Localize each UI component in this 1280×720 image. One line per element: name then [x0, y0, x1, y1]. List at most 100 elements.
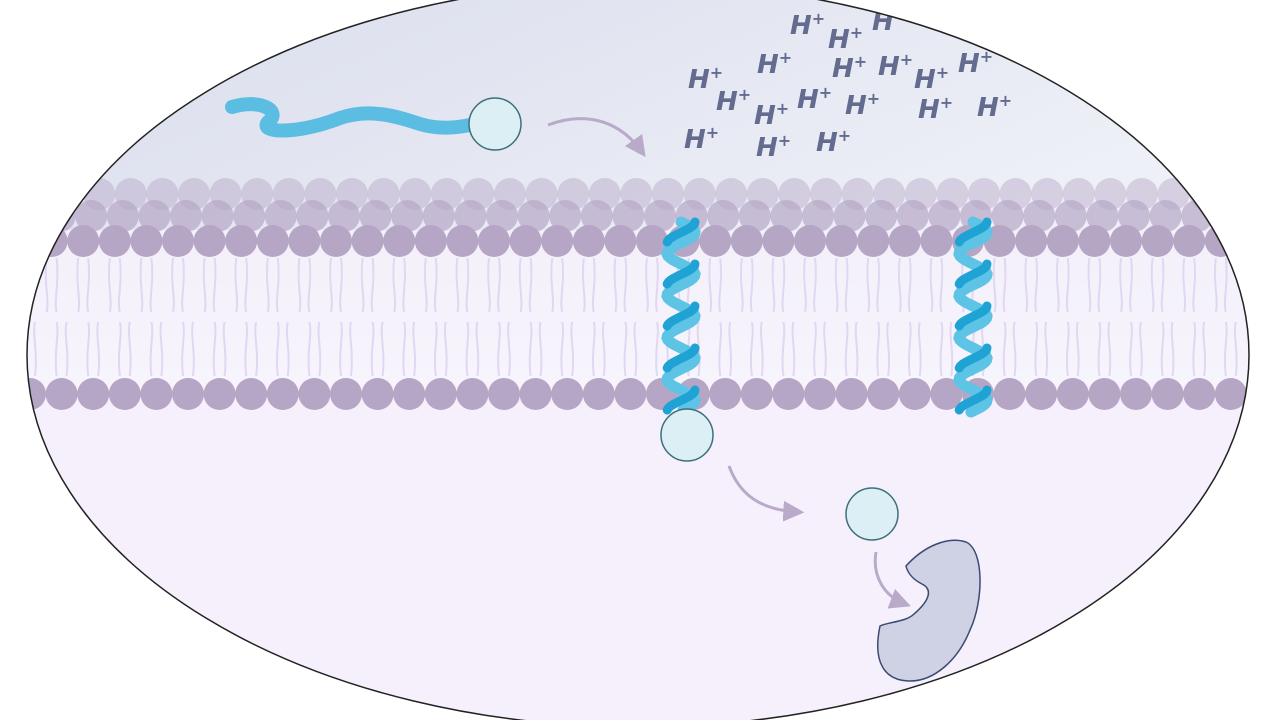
lipid-head [541, 225, 574, 257]
lipid-tail [897, 257, 902, 313]
lipid-head [604, 225, 637, 257]
lipid-tail [823, 321, 827, 377]
lipid-tail [423, 257, 428, 313]
lipid-head [549, 200, 582, 232]
lipid-head [235, 378, 268, 410]
lipid-tail [696, 321, 701, 377]
lipid-tail [813, 321, 817, 377]
lipid-tail [455, 257, 460, 313]
lipid-head [193, 225, 226, 257]
lipid-tail [54, 257, 59, 313]
proton-label: H+ [816, 126, 851, 158]
lipid-head [509, 225, 542, 257]
lipid-head [328, 200, 360, 232]
lipid-tail [54, 321, 59, 377]
lipid-head [1220, 178, 1249, 210]
lipid-tail [1034, 321, 1039, 377]
lipid-tail [297, 257, 302, 313]
lipid-tail [181, 257, 185, 313]
lipid-head [1236, 225, 1249, 257]
peptide-chain [225, 97, 481, 138]
proton-label: H+ [684, 123, 719, 155]
lipid-head [1204, 225, 1237, 257]
lipid-tail [392, 257, 397, 313]
helix-ribbon-front [662, 259, 700, 289]
lipid-tail [285, 321, 290, 377]
lipid-tail [834, 257, 839, 313]
lipid-head [27, 200, 44, 232]
lipid-head [865, 200, 898, 232]
lipid-head [644, 200, 676, 232]
lipid-tail [139, 257, 144, 313]
lipid-tail [949, 321, 954, 377]
lipid-tail [728, 321, 733, 377]
lipid-head [383, 225, 416, 257]
lipid-head [614, 378, 647, 410]
transmembrane-helix [953, 216, 993, 418]
lipid-head [1183, 378, 1216, 410]
lipid-head [1023, 200, 1056, 232]
lipid-tail [24, 258, 26, 312]
lipid-head [361, 378, 394, 410]
lipid-head [98, 225, 131, 257]
lipid-tail [465, 321, 470, 377]
lipid-tail [202, 257, 207, 313]
lipid-tail [749, 321, 754, 377]
lipid-head [393, 378, 426, 410]
ligand-extracellular [468, 97, 522, 151]
lipid-head [1054, 200, 1087, 232]
lipid-tail [86, 321, 91, 377]
lipid-heads-outer-mid [27, 200, 1249, 232]
lipid-tail [739, 257, 744, 313]
helix-ribbon-back [661, 216, 701, 416]
lipid-tail [1139, 321, 1143, 377]
lipid-head [225, 225, 258, 257]
lipid-tail [645, 257, 649, 313]
lipid-tail [1075, 321, 1080, 377]
lipid-tail [370, 321, 375, 377]
lipid-tail [992, 257, 997, 313]
lipid-tail [402, 321, 407, 377]
receptor-helix [661, 216, 701, 416]
lipid-tail [1129, 321, 1133, 377]
lipid-head [359, 200, 392, 232]
lipid-head [162, 225, 194, 257]
lipid-tail [1044, 321, 1049, 377]
lipid-tail [465, 257, 470, 313]
lipid-tail [1097, 257, 1102, 313]
lipid-head [256, 225, 289, 257]
lipid-tail [528, 257, 533, 313]
lipid-tail [222, 321, 227, 377]
lipid-head [1214, 378, 1247, 410]
lipid-head [1046, 225, 1079, 257]
lipid-tail [907, 257, 912, 313]
lipid-head [422, 200, 455, 232]
lipid-head [762, 225, 795, 257]
lipid-tail [1065, 257, 1070, 313]
lipid-head [486, 200, 518, 232]
lipid-tail [791, 321, 796, 377]
lipid-tail [917, 321, 922, 377]
lipid-tail [96, 321, 101, 377]
lipid-head [27, 178, 52, 210]
lipid-head [45, 378, 78, 410]
helix-ribbon-front [662, 217, 700, 247]
lipid-tail [339, 321, 343, 377]
lipid-head [203, 378, 236, 410]
lipid-head [233, 200, 266, 232]
lipid-head [770, 200, 803, 232]
lipid-tail [844, 321, 849, 377]
lipid-tail [560, 321, 565, 377]
lipid-tail [24, 322, 26, 376]
helix-ribbon-front [662, 343, 700, 373]
lipid-tail [1012, 321, 1017, 377]
lipid-head [1120, 378, 1152, 410]
lipid-tail [581, 257, 586, 313]
lipid-tail [234, 257, 239, 313]
lipid-tail [212, 257, 217, 313]
lipid-head [320, 225, 352, 257]
lipid-head [1212, 200, 1245, 232]
lipid-tail [854, 321, 859, 377]
lipid-tail [655, 321, 659, 377]
lipid-tail [1202, 321, 1207, 377]
